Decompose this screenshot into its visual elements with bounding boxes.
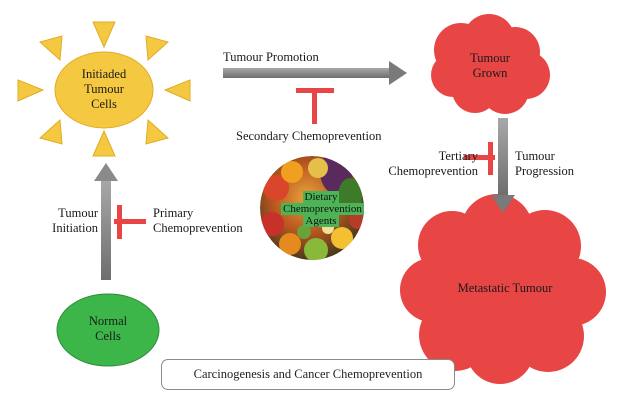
arrow-tumour-promotion (223, 61, 407, 85)
tumour-grown-node (431, 14, 550, 114)
arrow-tumour-progression (491, 118, 515, 213)
primary-chemoprevention-label-line-2: Chemoprevention (153, 221, 243, 235)
inhibitor-tertiary (464, 142, 495, 175)
inhibitor-primary (114, 205, 146, 239)
normal-cells-label: Normal Cells (88, 314, 128, 343)
dietary-agents-label: Dietary Chemoprevention Agents (281, 191, 364, 227)
tumour-progression-label-line-2: Progression (515, 164, 575, 178)
primary-chemoprevention-label: Primary Chemoprevention (153, 206, 243, 236)
initiated-tumour-cells-label: Initiaded Tumour Cells (81, 67, 127, 111)
diagram-caption: Carcinogenesis and Cancer Chemopreventio… (161, 359, 455, 390)
diagram-caption-text: Carcinogenesis and Cancer Chemopreventio… (193, 367, 423, 381)
sun-rays (17, 21, 191, 157)
tumour-grown-label: Tumour Grown (470, 51, 510, 80)
tumour-progression-label: Tumour Progression (515, 149, 574, 179)
metastatic-tumour-node (400, 194, 606, 384)
primary-chemoprevention-label-line-1: Primary (153, 206, 194, 220)
dietary-agents-label-line-3: Agents (303, 215, 339, 227)
tumour-progression-label-line-1: Tumour (515, 149, 555, 163)
tumour-promotion-label: Tumour Promotion (223, 50, 319, 64)
tumour-initiation-label-line-1: Tumour (58, 206, 98, 220)
dietary-agents-label-line-2: Chemoprevention (281, 203, 364, 215)
initiated-tumour-cells-node (54, 51, 154, 129)
inhibitor-secondary (296, 88, 334, 124)
tertiary-chemoprevention-label-line-2: Chemoprevention (388, 164, 478, 178)
tumour-initiation-label: Tumour Initiation (40, 206, 98, 236)
tertiary-chemoprevention-label-line-1: Tertiary (438, 149, 478, 163)
tertiary-chemoprevention-label: Tertiary Chemoprevention (378, 149, 478, 179)
metastatic-tumour-label: Metastatic Tumour (457, 281, 553, 295)
tumour-initiation-label-line-2: Initiation (52, 221, 98, 235)
normal-cells-node (56, 293, 160, 367)
secondary-chemoprevention-label: Secondary Chemoprevention (236, 129, 382, 143)
dietary-agents-label-line-1: Dietary (302, 191, 340, 203)
arrow-tumour-initiation (94, 163, 118, 280)
